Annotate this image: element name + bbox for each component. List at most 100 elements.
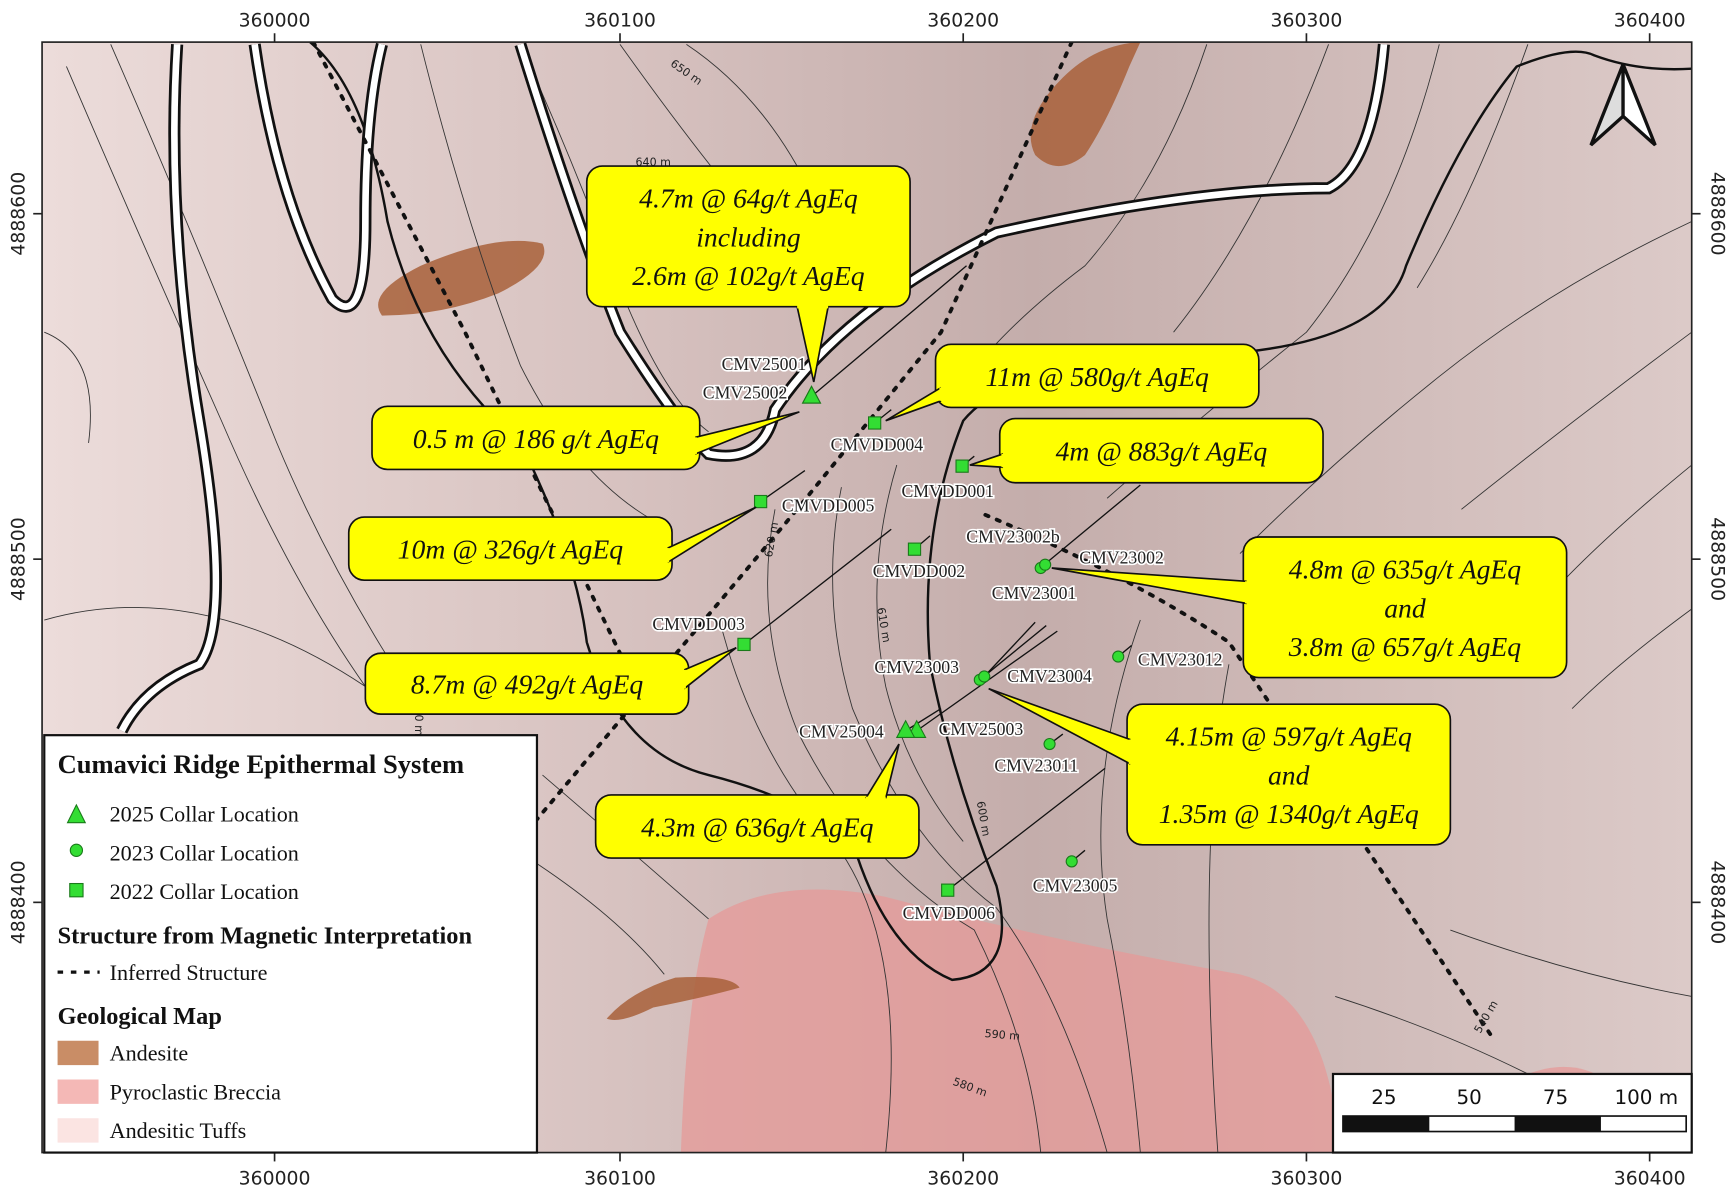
drill-trace bbox=[811, 265, 967, 397]
circle-icon bbox=[69, 843, 84, 857]
assay-callout: 11m @ 580g/t AgEq bbox=[885, 343, 1260, 422]
collar-label: CMV23012 bbox=[1138, 649, 1223, 669]
callout-text: and bbox=[1384, 592, 1426, 623]
drill-trace bbox=[743, 528, 892, 645]
andesite-area bbox=[378, 240, 545, 316]
collar-cmv25003[interactable]: CMV25003 bbox=[906, 718, 1025, 741]
legend-structure-item: Inferred Structure bbox=[110, 960, 268, 985]
legend-structure-heading: Structure from Magnetic Interpretation bbox=[58, 922, 473, 949]
x-tick-label: 360400 bbox=[1614, 1169, 1686, 1190]
collar-label: CMV25002 bbox=[703, 383, 788, 403]
triangle-icon bbox=[66, 803, 87, 824]
x-tick-label: 360400 bbox=[1614, 11, 1686, 32]
callout-text: 10m @ 326g/t AgEq bbox=[398, 534, 624, 565]
collar-label: CMV23005 bbox=[1033, 875, 1118, 895]
square-collar-marker bbox=[907, 542, 922, 556]
callout-text: 4.8m @ 635g/t AgEq bbox=[1289, 554, 1522, 585]
collar-label: CMV23001 bbox=[992, 583, 1077, 603]
collar-label: CMVDD006 bbox=[903, 903, 996, 923]
road bbox=[116, 42, 1390, 734]
y-tick-label: 4888500 bbox=[1707, 517, 1728, 601]
square-collar-marker bbox=[737, 637, 751, 652]
triangle-collar-marker bbox=[801, 385, 822, 404]
collar-label: CMV23002b bbox=[966, 527, 1060, 547]
callout-text: 4.15m @ 597g/t AgEq bbox=[1166, 721, 1412, 752]
andesite-area bbox=[1030, 42, 1141, 167]
collar-label: CMV25004 bbox=[799, 721, 884, 741]
collar-cmv23005[interactable]: CMV23005 bbox=[1031, 855, 1119, 897]
scale-label: 100 m bbox=[1614, 1086, 1678, 1109]
contour-label: 620 m bbox=[762, 521, 781, 558]
callout-text: 0.5 m @ 186 g/t AgEq bbox=[413, 423, 659, 454]
x-tick-label: 360000 bbox=[239, 11, 311, 32]
square-collar-marker bbox=[753, 494, 768, 509]
square-collar-marker bbox=[941, 883, 955, 897]
tuffs-swatch bbox=[57, 1118, 99, 1143]
collar-cmvdd005[interactable]: CMVDD005 bbox=[753, 494, 876, 517]
collar-cmv23002[interactable]: CMV23002 bbox=[1039, 546, 1165, 571]
scale-label: 75 bbox=[1543, 1086, 1568, 1109]
collar-label: CMV25003 bbox=[939, 719, 1024, 739]
legend-geology-andesite: Andesite bbox=[110, 1041, 189, 1066]
collar-cmv23011[interactable]: CMV23011 bbox=[993, 737, 1080, 777]
callout-text: 4.7m @ 64g/t AgEq bbox=[639, 183, 858, 214]
legend-title: Cumavici Ridge Epithermal System bbox=[58, 749, 465, 779]
callout-text: including bbox=[696, 221, 801, 252]
x-tick-label: 360200 bbox=[927, 11, 999, 32]
triangle-collar-marker bbox=[895, 719, 916, 738]
callout-text: 2.6m @ 102g/t AgEq bbox=[632, 260, 865, 291]
collar-cmv23002b[interactable]: CMV23002b bbox=[965, 525, 1062, 548]
collar-label: CMVDD005 bbox=[782, 496, 875, 516]
drill-trace bbox=[905, 708, 942, 732]
collar-cmv25004[interactable]: CMV25004 bbox=[797, 719, 916, 743]
collar-cmvdd001[interactable]: CMVDD001 bbox=[900, 459, 996, 503]
collar-label: CMV23011 bbox=[994, 756, 1078, 776]
scale-label: 50 bbox=[1457, 1086, 1482, 1109]
collar-label: CMVDD004 bbox=[831, 435, 924, 455]
collar-label: CMV23004 bbox=[1007, 666, 1092, 686]
callout-text: 1.35m @ 1340g/t AgEq bbox=[1159, 798, 1419, 829]
callout-text: 11m @ 580g/t AgEq bbox=[985, 361, 1209, 392]
collar-cmv23001[interactable]: CMV23001 bbox=[990, 561, 1078, 605]
collar-cmvdd006[interactable]: CMVDD006 bbox=[901, 883, 997, 925]
drill-trace bbox=[1042, 484, 1141, 567]
pyroclastic-breccia-area bbox=[680, 889, 1340, 1153]
legend-geology-tuffs: Andesitic Tuffs bbox=[110, 1118, 247, 1143]
legend-geology-breccia: Pyroclastic Breccia bbox=[110, 1079, 282, 1104]
x-tick-label: 360100 bbox=[584, 11, 656, 32]
assay-callout: 0.5 m @ 186 g/t AgEq bbox=[371, 405, 800, 471]
x-tick-label: 360100 bbox=[584, 1169, 656, 1190]
collar-cmv23004[interactable]: CMV23004 bbox=[978, 664, 1094, 688]
contour-label: 590 m bbox=[984, 1027, 1020, 1043]
x-tick-label: 360000 bbox=[239, 1169, 311, 1190]
collar-label: CMVDD001 bbox=[901, 481, 993, 501]
legend-item-2023: 2023 Collar Location bbox=[110, 840, 299, 865]
collar-cmvdd004[interactable]: CMVDD004 bbox=[829, 416, 925, 456]
assay-callout: 4m @ 883g/t AgEq bbox=[969, 417, 1324, 484]
callout-text: 3.8m @ 657g/t AgEq bbox=[1288, 631, 1522, 662]
y-tick-label: 4888400 bbox=[1707, 860, 1728, 944]
x-tick-label: 360300 bbox=[1271, 11, 1343, 32]
collar-cmvdd002[interactable]: CMVDD002 bbox=[871, 542, 967, 583]
scale-bar: 25 50 75 100 m bbox=[1331, 1072, 1693, 1154]
north-arrow bbox=[1589, 63, 1657, 147]
square-collar-marker bbox=[955, 459, 969, 473]
circle-collar-marker bbox=[978, 670, 991, 683]
legend-geology-heading: Geological Map bbox=[58, 1003, 222, 1030]
callout-text: 4.3m @ 636g/t AgEq bbox=[641, 811, 874, 842]
collar-cmv23003[interactable]: CMV23003 bbox=[873, 656, 986, 686]
callout-text: 4m @ 883g/t AgEq bbox=[1056, 436, 1268, 467]
callout-text: 8.7m @ 492g/t AgEq bbox=[411, 669, 644, 700]
square-icon bbox=[69, 882, 84, 898]
callout-text: and bbox=[1268, 759, 1310, 790]
legend-item-2022: 2022 Collar Location bbox=[110, 879, 299, 904]
collar-label: CMV25001 bbox=[722, 354, 807, 374]
x-tick-label: 360200 bbox=[927, 1169, 999, 1190]
collar-cmv23012[interactable]: CMV23012 bbox=[1112, 648, 1224, 671]
y-tick-label: 4888400 bbox=[8, 860, 29, 944]
collar-cmvdd003[interactable]: CMVDD003 bbox=[651, 612, 751, 652]
collar-cmv25002[interactable]: CMV25002 bbox=[701, 381, 822, 404]
collar-label: CMVDD003 bbox=[652, 614, 745, 634]
collar-label: CMVDD002 bbox=[873, 561, 965, 581]
